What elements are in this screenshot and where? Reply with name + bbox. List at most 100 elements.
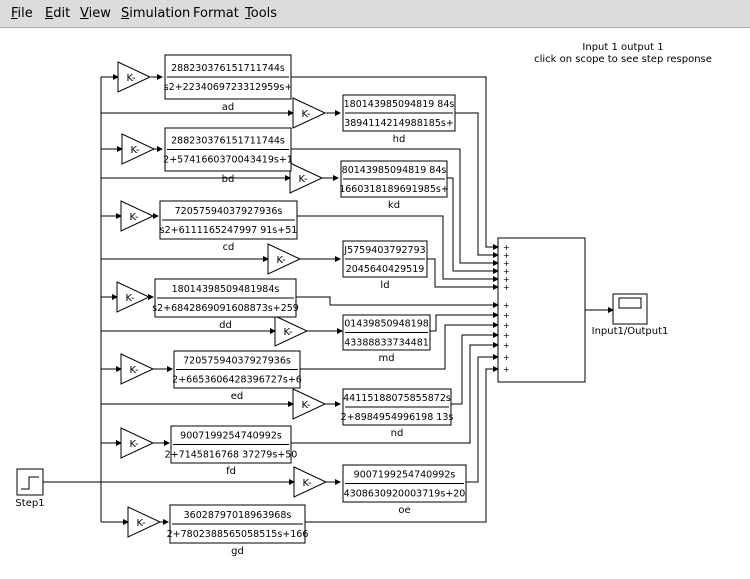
menu-simulation[interactable]: Simulation (121, 6, 190, 21)
gain-symbol: K- (301, 109, 311, 120)
model-canvas[interactable]: Input 1 output 1 click on scope to see s… (0, 28, 750, 579)
tf-label: cd (223, 242, 235, 253)
sum-plus-sign: + (503, 251, 510, 260)
gain-block-hd[interactable]: K- (292, 97, 327, 129)
sum-plus-sign: + (503, 311, 510, 320)
menu-tools-label: ools (250, 6, 278, 21)
tf-label: bd (222, 174, 235, 185)
tf-denominator: s2+2234069723312959s+ (164, 82, 293, 93)
tf-numerator: 72057594037927936s (175, 206, 283, 217)
menu-edit-label: dit (53, 6, 71, 21)
annotation-line-1: Input 1 output 1 (582, 42, 663, 53)
gain-symbol: K- (283, 327, 293, 338)
menu-format-first: F (193, 6, 201, 21)
annotation-line-2: click on scope to see step response (534, 54, 712, 65)
menu-view-mnemonic: V (80, 6, 89, 21)
tf-denominator: 2+7802388565058515s+166 (167, 529, 309, 540)
sum-plus-sign: + (503, 365, 510, 374)
tf-numerator: 288230376151711744s (171, 136, 285, 147)
gain-symbol: K- (129, 212, 139, 223)
transfer-fcn-bd[interactable]: 288230376151711744s 2+5741660370043419s+1… (163, 127, 293, 185)
gain-block-bd[interactable]: K- (121, 133, 156, 165)
menu-file[interactable]: File (11, 6, 33, 21)
sum-block[interactable]: +++++++++++++ (497, 237, 586, 383)
transfer-fcn-dd[interactable]: 18014398509481984s s2+6842869091608873s+2… (152, 278, 299, 331)
sum-plus-sign: + (503, 353, 510, 362)
tf-numerator: 36028797018963968s (184, 510, 292, 521)
tf-denominator: 4308630920003719s+20 (344, 489, 466, 500)
tf-denominator: 2+5741660370043419s+1 (163, 155, 293, 166)
transfer-fcn-gd[interactable]: 36028797018963968s 2+7802388565058515s+16… (167, 504, 309, 557)
tf-label: oe (398, 505, 410, 516)
tf-numerator: 9007199254740992s (180, 431, 282, 442)
menu-edit-mnemonic: E (45, 6, 54, 21)
menu-file-mnemonic: F (11, 6, 18, 21)
gain-block-cd[interactable]: K- (120, 200, 155, 232)
tf-label: ld (380, 280, 389, 291)
sum-plus-sign: + (503, 321, 510, 330)
transfer-function-blocks: 288230376151711744s s2+2234069723312959s+… (152, 54, 467, 557)
menu-tools[interactable]: Tools (245, 6, 277, 21)
tf-label: nd (391, 428, 404, 439)
menu-view[interactable]: View (80, 6, 111, 21)
tf-denominator: 43388833734481 (344, 338, 429, 349)
transfer-fcn-ad[interactable]: 288230376151711744s s2+2234069723312959s+… (164, 54, 293, 113)
sum-plus-sign: + (503, 259, 510, 268)
tf-denominator: 1660318189691985s+ (339, 184, 449, 195)
gain-block-nd[interactable]: K- (292, 388, 327, 420)
menu-bar: File Edit View Simulation Format Tools (0, 0, 750, 28)
gain-block-ad[interactable]: K- (117, 61, 152, 93)
tf-denominator: 2+7145816768 37279s+50 (165, 450, 298, 461)
sum-plus-sign: + (503, 331, 510, 340)
sum-plus-sign: + (503, 301, 510, 310)
menu-tools-mnemonic: T (245, 6, 251, 21)
tf-numerator: 180143985094819 84s (344, 99, 455, 110)
sum-plus-sign: + (503, 243, 510, 252)
scope-block[interactable]: Input1/Output1 (592, 293, 669, 337)
tf-label: ed (231, 391, 244, 402)
gain-block-kd[interactable]: K- (289, 162, 324, 194)
sum-input-signs: +++++++++++++ (503, 243, 510, 374)
gain-block-md[interactable]: K- (274, 315, 309, 347)
tf-denominator: 2+8984954996198 13s (341, 412, 454, 423)
tf-label: gd (231, 546, 244, 557)
menu-file-label: ile (17, 6, 33, 21)
menu-simulation-label: imulation (129, 6, 191, 21)
gain-block-oe[interactable]: K- (293, 466, 328, 498)
gain-block-ed[interactable]: K- (120, 353, 155, 385)
gain-symbol: K- (302, 478, 312, 489)
gain-block-gd[interactable]: K- (127, 506, 162, 538)
step-block[interactable]: Step1 (15, 468, 45, 509)
tf-denominator: 2+6653606428396727s+6 (172, 375, 302, 386)
tf-label: kd (388, 200, 400, 211)
tf-numerator: 18014398509481984s (172, 284, 280, 295)
sum-plus-sign: + (503, 267, 510, 276)
tf-numerator: J5759403792793 (343, 245, 425, 256)
gain-blocks: K- K- K- K- K- K- K- K- K- K- K- K- K- (116, 61, 328, 538)
menu-edit[interactable]: Edit (45, 6, 70, 21)
tf-numerator: 288230376151711744s (171, 63, 285, 74)
gain-block-ld[interactable]: K- (267, 243, 302, 275)
gain-symbol: K- (136, 518, 146, 529)
gain-symbol: K- (276, 255, 286, 266)
gain-block-dd[interactable]: K- (116, 281, 151, 313)
tf-denominator: s2+6842869091608873s+259 (152, 303, 299, 314)
signal-wires (43, 74, 614, 525)
gain-block-fd[interactable]: K- (120, 427, 155, 459)
gain-symbol: K- (126, 73, 136, 84)
gain-symbol: K- (129, 365, 139, 376)
transfer-fcn-ed[interactable]: 72057594037927936s2+6653606428396727s+6e… (172, 350, 302, 402)
tf-numerator: 01439850948198 (344, 319, 429, 330)
tf-label: hd (393, 134, 406, 145)
menu-format[interactable]: Format (193, 6, 239, 21)
gain-symbol: K- (129, 439, 139, 450)
step-label: Step1 (15, 498, 44, 509)
